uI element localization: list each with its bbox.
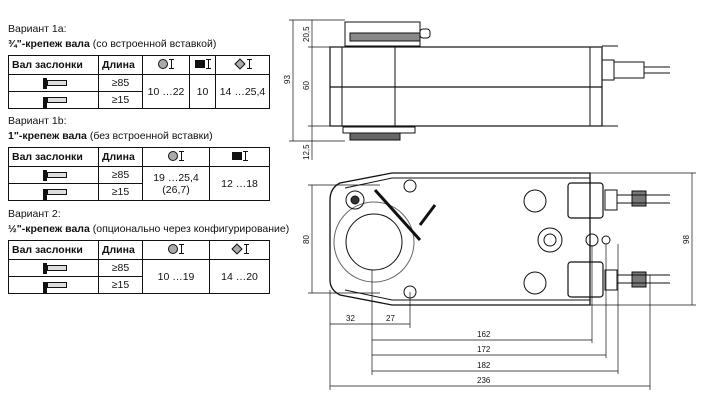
variant-title: Вариант 1b: [8,115,67,127]
square-range: 12 …18 [209,166,270,201]
diamond-range: 14 …20 [209,259,270,294]
top-view-dimensions [289,19,345,160]
dim-60: 60 [302,81,311,90]
dim-172: 172 [477,345,491,354]
bottom-view [329,172,670,306]
round-shaft-icon [158,58,174,69]
short-shaft-icon [41,96,67,108]
bottom-view-dimensions [308,172,696,390]
round-range: 10 …22 [142,74,190,109]
long-shaft-icon [41,77,67,89]
top-view [329,21,670,141]
dim-27: 27 [386,314,395,323]
header-shaft: Вал заслонки [8,240,99,260]
round-shaft-icon [168,150,184,161]
variant-subtitle: (опционально через конфигурирование) [89,223,290,235]
round-shaft-icon [168,243,184,254]
variant-subtitle: (без встроенной вставки) [86,130,213,142]
header-shaft: Вал заслонки [8,147,99,167]
dim-93: 93 [283,75,292,84]
diamond-range: 14 …25,4 [215,74,270,109]
length-value: ≥15 [98,91,143,109]
dim-80: 80 [302,235,311,244]
variant-1a: Вариант 1a: ¾"-крепеж вала (со встроенно… [8,22,270,109]
variant-2: Вариант 2: ½"-крепеж вала (опционально ч… [8,207,289,294]
length-value: ≥15 [98,183,143,201]
short-shaft-icon [41,188,67,200]
round-range: 19 …25,4(26,7) [142,166,210,201]
long-shaft-icon [41,262,67,274]
long-shaft-icon [41,169,67,181]
round-range: 10 …19 [142,259,210,294]
square-shaft-icon [194,59,211,69]
variant-subtitle-bold: ¾"-крепеж вала [8,38,90,50]
dim-162: 162 [477,330,491,339]
variant-subtitle: (со встроенной вставкой) [89,38,217,50]
dim-236: 236 [477,376,491,385]
dim-182: 182 [477,361,491,370]
dim-32: 32 [346,314,355,323]
length-value: ≥85 [98,74,143,92]
length-value: ≥15 [98,276,143,294]
diamond-shaft-icon [230,243,249,255]
dim-12-5: 12,5 [302,144,311,160]
square-shaft-icon [231,151,248,161]
variant-title: Вариант 2: [8,208,61,220]
header-shaft: Вал заслонки [8,55,99,75]
dim-98: 98 [682,235,691,244]
dimension-labels: 93 20,5 60 12,5 80 98 32 27 162 172 182 … [283,26,691,385]
diamond-shaft-icon [233,58,252,70]
round-range-main: 19 …25,4 [153,171,199,184]
short-shaft-icon [41,281,67,293]
dim-20-5: 20,5 [302,26,311,42]
length-value: ≥85 [98,166,143,184]
variant-subtitle-bold: 1"-крепеж вала [8,130,87,142]
round-range-alt: (26,7) [162,183,190,196]
variant-title: Вариант 1a: [8,23,67,35]
variant-1b: Вариант 1b: 1"-крепеж вала (без встроенн… [8,114,270,201]
variant-subtitle-bold: ½"-крепеж вала [8,223,90,235]
header-length: Длина [98,147,143,167]
